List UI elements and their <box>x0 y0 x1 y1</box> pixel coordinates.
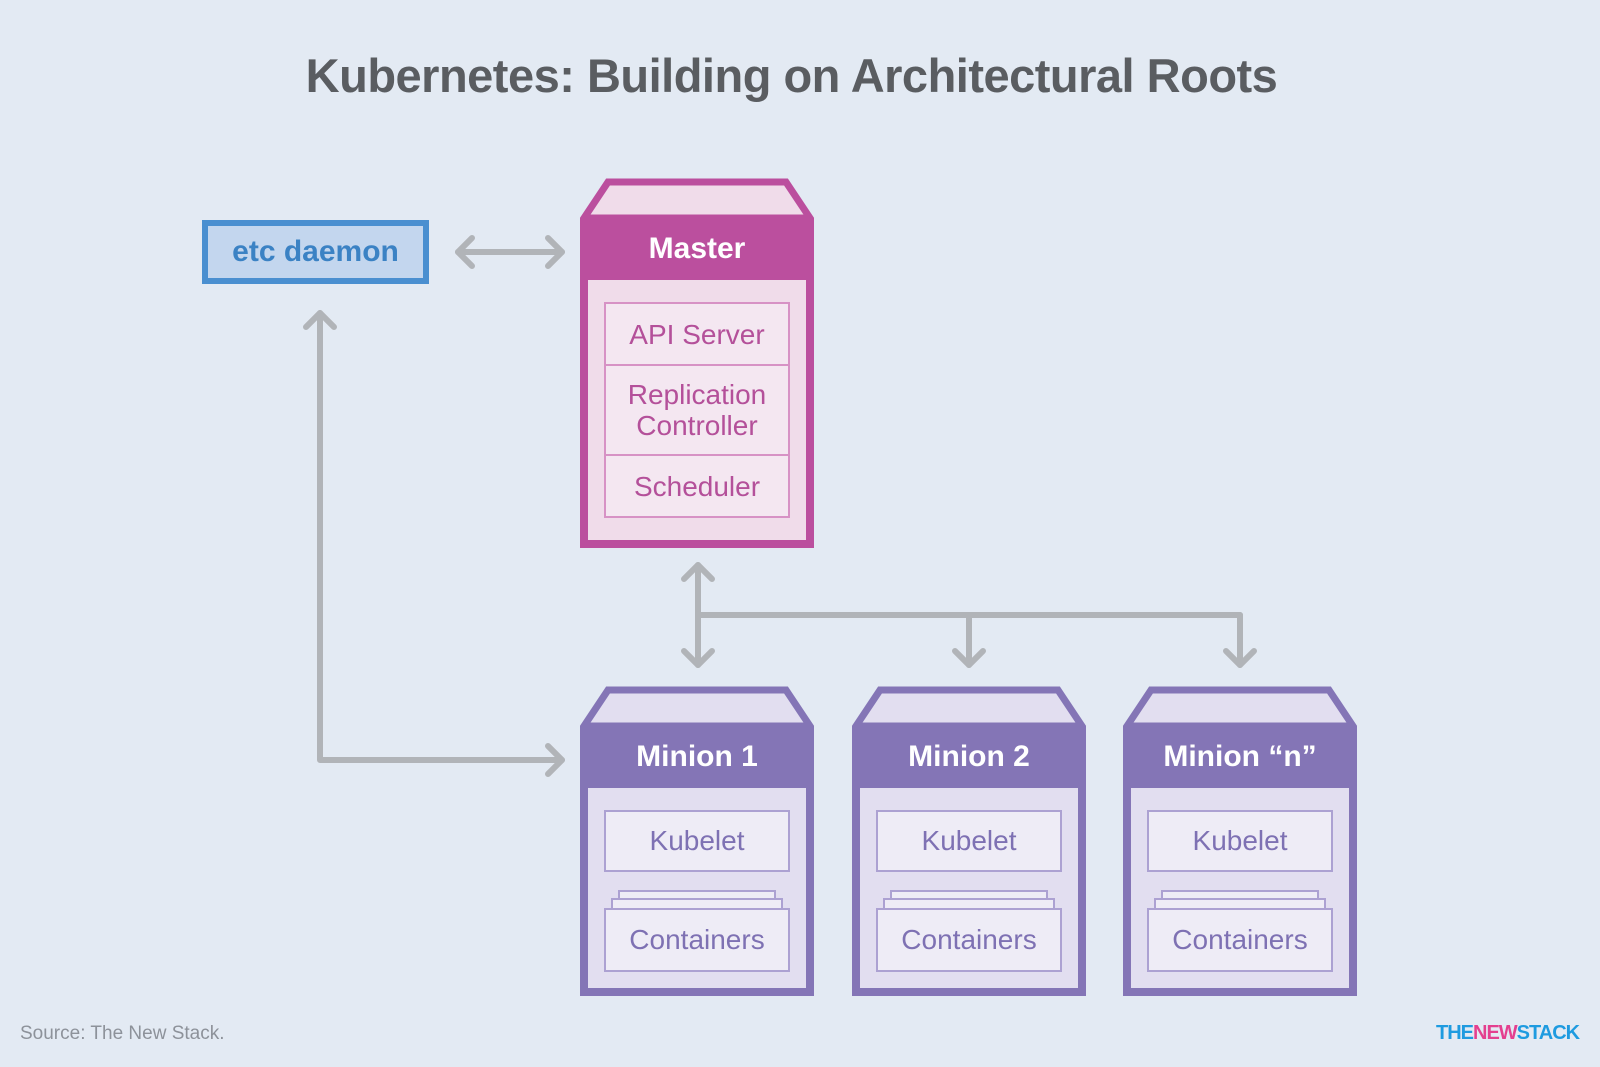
minion-label: Minion 1 <box>580 726 814 788</box>
minion-label: Minion 2 <box>852 726 1086 788</box>
etcd-minion-arrow-up <box>303 310 337 330</box>
containers-stack: Containers <box>876 890 1062 972</box>
minion-roof <box>852 686 1086 728</box>
containers: Containers <box>876 908 1062 972</box>
kubelet: Kubelet <box>604 810 790 872</box>
master-node: Master API Server Replication Controller… <box>580 178 814 548</box>
kubelet: Kubelet <box>1147 810 1333 872</box>
master-roof <box>580 178 814 220</box>
minion-roof <box>1123 686 1357 728</box>
kubelet: Kubelet <box>876 810 1062 872</box>
minion-body: Kubelet Containers <box>1123 788 1357 996</box>
minion1-arrow-down <box>681 648 715 668</box>
master-body: API Server Replication Controller Schedu… <box>580 280 814 548</box>
the-new-stack-logo: THENEWSTACK <box>1436 1022 1580 1045</box>
diagram-title: Kubernetes: Building on Architectural Ro… <box>305 49 1278 102</box>
minion-n: Minion “n” Kubelet Containers <box>1123 686 1357 996</box>
minion2-arrow-down <box>952 648 986 668</box>
containers-stack: Containers <box>1147 890 1333 972</box>
scheduler: Scheduler <box>633 470 761 502</box>
minion-body: Kubelet Containers <box>580 788 814 996</box>
etcd-box: etc daemon <box>202 220 429 284</box>
minion-label: Minion “n” <box>1123 726 1357 788</box>
logo-part-new: NEW <box>1473 1022 1518 1044</box>
minion-1: Minion 1 Kubelet Containers <box>580 686 814 996</box>
minion-roof <box>580 686 814 728</box>
minion-2: Minion 2 Kubelet Containers <box>852 686 1086 996</box>
containers: Containers <box>604 908 790 972</box>
master-label: Master <box>580 218 814 280</box>
etcd-minion-arrow-right <box>545 743 565 777</box>
replication-controller: Replication Controller <box>606 366 788 456</box>
etcd-master-arrow-left <box>455 235 475 269</box>
logo-part-the: THE <box>1436 1022 1474 1044</box>
containers-stack: Containers <box>604 890 790 972</box>
minion-body: Kubelet Containers <box>852 788 1086 996</box>
minionn-arrow-down <box>1223 648 1257 668</box>
master-arrow-up <box>681 562 715 582</box>
logo-part-stack: STACK <box>1516 1022 1580 1044</box>
containers: Containers <box>1147 908 1333 972</box>
master-components: API Server Replication Controller Schedu… <box>604 302 790 518</box>
api-server: API Server <box>606 304 788 366</box>
etcd-master-arrow-right <box>545 235 565 269</box>
etcd-minion-link <box>317 310 565 763</box>
source-note: Source: The New Stack. <box>20 1023 225 1044</box>
